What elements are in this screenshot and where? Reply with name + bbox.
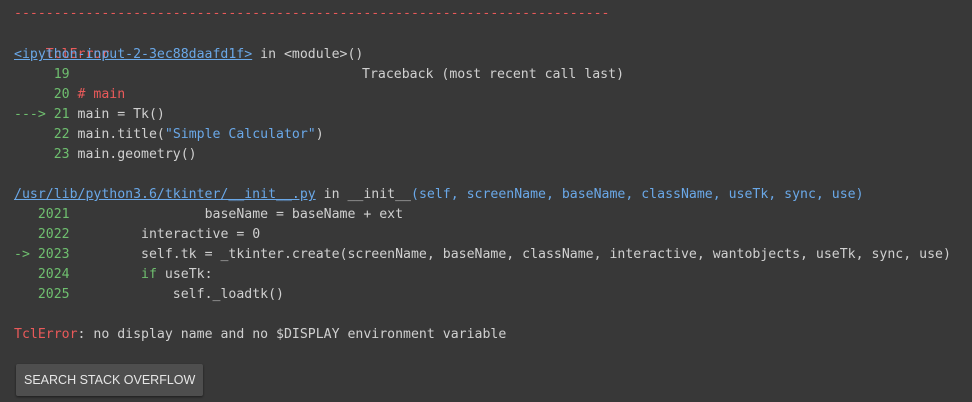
code-keyword: if <box>69 267 157 282</box>
code-line: 20 # main <box>14 85 125 105</box>
frame-header-2: /usr/lib/python3.6/tkinter/__init__.py i… <box>14 187 864 202</box>
error-name: TclError <box>14 327 78 342</box>
line-number: 2021 <box>37 207 70 222</box>
frame-header-1: <ipython-input-2-3ec88daafd1f> in <modul… <box>14 47 364 62</box>
traceback-header-label: Traceback (most recent call last) <box>362 67 625 82</box>
error-message: TclError: no display name and no $DISPLA… <box>14 325 506 345</box>
frame-source-link[interactable]: <ipython-input-2-3ec88daafd1f> <box>14 47 253 62</box>
code-line: 2021 baseName = baseName + ext <box>37 207 404 222</box>
line-number: 19 <box>45 67 70 82</box>
line-number: 2024 <box>37 267 70 282</box>
frame-location: <module>() <box>283 47 364 62</box>
error-name: TclError <box>45 47 110 62</box>
code-line-current: -> 2023 self.tk = _tkinter.create(screen… <box>14 247 951 262</box>
code-line: 19 <box>14 65 70 85</box>
line-number: 20 <box>45 87 70 102</box>
line-number: 2025 <box>37 287 70 302</box>
code-line: 22 main.title("Simple Calculator") <box>45 127 324 142</box>
frame-source-link[interactable]: /usr/lib/python3.6/tkinter/__init__.py <box>14 187 316 202</box>
line-number: 22 <box>45 127 70 142</box>
code-string: "Simple Calculator" <box>164 127 316 142</box>
frame-args: (self, screenName, baseName, className, … <box>411 187 864 202</box>
line-number: 21 <box>45 107 70 122</box>
line-number: 2022 <box>37 227 70 242</box>
code-comment: # main <box>69 87 126 102</box>
line-number: 2023 <box>37 247 70 262</box>
traceback-header: TclError Traceback (most recent call las… <box>14 25 634 82</box>
frame-function: __init__ <box>347 187 411 202</box>
code-line: 2022 interactive = 0 <box>37 227 261 242</box>
code-line: 2025 self._loadtk() <box>37 287 284 302</box>
current-line-arrow: -> <box>14 247 38 262</box>
code-line: 2024 if useTk: <box>37 267 213 282</box>
search-stack-overflow-button[interactable]: SEARCH STACK OVERFLOW <box>16 364 204 396</box>
code-line: 23 main.geometry() <box>45 147 197 162</box>
separator-dashes: ----------------------------------------… <box>14 6 610 21</box>
code-line-current: ---> 21 main = Tk() <box>14 107 165 122</box>
current-line-arrow: ---> <box>14 107 46 122</box>
error-text: : no display name and no $DISPLAY enviro… <box>77 327 507 342</box>
line-number: 23 <box>45 147 70 162</box>
